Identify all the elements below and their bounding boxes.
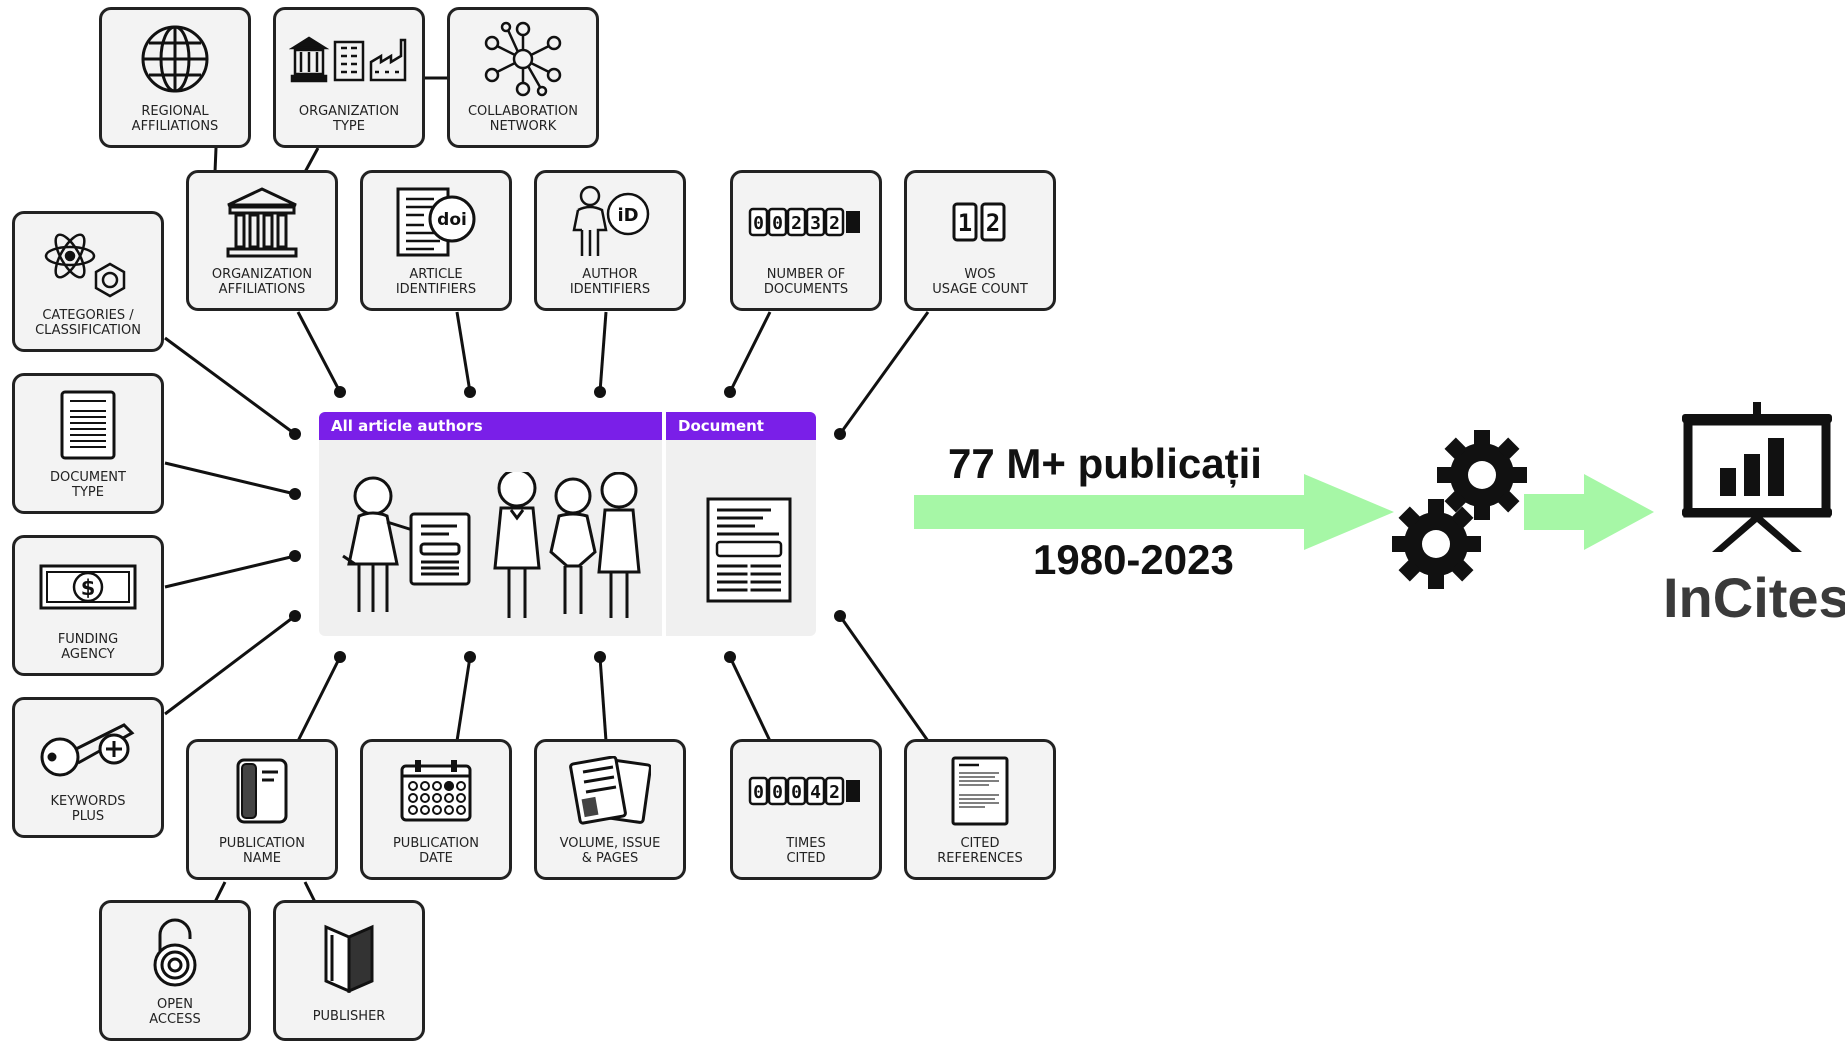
record-panel: All article authors Document [319,412,816,636]
box-label: CITED REFERENCES [937,836,1023,866]
box-label: WOS USAGE COUNT [932,267,1028,297]
organization-type-box: ORGANIZATION TYPE [273,7,425,148]
number-of-documents-box: 0 0 2 3 2 NUMBER OF DOCUMENTS [730,170,882,311]
currency-symbol: $ [81,576,96,600]
institution-icon [189,181,335,263]
counter-digit: 2 [829,213,840,234]
doi-document-icon: doi [363,181,509,263]
box-label: CATEGORIES / CLASSIFICATION [35,308,141,338]
box-label: PUBLISHER [312,1009,386,1024]
magazines-icon [537,750,683,832]
small-arrow [1524,474,1654,550]
year-range: 1980-2023 [1033,536,1234,583]
box-label: AUTHOR IDENTIFIERS [569,267,651,297]
article-identifiers-box: doi ARTICLE IDENTIFIERS [360,170,512,311]
panel-divider [662,412,666,636]
incites-label: InCites [1663,566,1845,629]
counter-digit: 0 [753,782,764,803]
gears-icon [1392,430,1527,589]
open-access-box: OPEN ACCESS [99,900,251,1041]
publisher-box: PUBLISHER [273,900,425,1041]
wos-usage-count-box: 1 2 WOS USAGE COUNT [904,170,1056,311]
doi-text: doi [437,210,467,230]
counter-digit: 2 [791,213,802,234]
open-lock-icon [102,911,248,993]
funding-agency-box: $ FUNDING AGENCY [12,535,164,676]
counter-digit: 2 [986,209,1000,237]
categories-classification-box: CATEGORIES / CLASSIFICATION [12,211,164,352]
publication-name-box: PUBLICATION NAME [186,739,338,880]
box-label: ORGANIZATION TYPE [298,104,400,134]
id-text: iD [617,205,638,226]
box-label: VOLUME, ISSUE & PAGES [559,836,661,866]
banknote-icon: $ [15,546,161,628]
atom-molecule-icon [15,222,161,304]
key-plus-icon [15,708,161,790]
authors-tab-header: All article authors [319,412,662,440]
calendar-icon [363,750,509,832]
box-label: ORGANIZATION AFFILIATIONS [211,267,313,297]
cited-references-box: CITED REFERENCES [904,739,1056,880]
counter-digit: 1 [958,209,972,237]
box-label: OPEN ACCESS [149,997,201,1027]
authors-illustration [342,472,641,618]
collaboration-network-box: COLLABORATION NETWORK [447,7,599,148]
box-label: COLLABORATION NETWORK [467,104,579,134]
flow-arrow [914,474,1394,550]
references-page-icon [907,750,1053,832]
organization-affiliations-box: ORGANIZATION AFFILIATIONS [186,170,338,311]
box-label: PUBLICATION DATE [392,836,480,866]
counter-digit: 0 [791,782,802,803]
counter-digit: 0 [772,213,783,234]
box-label: KEYWORDS PLUS [50,794,126,824]
document-illustration [706,497,792,603]
box-label: DOCUMENT TYPE [50,470,126,500]
counter-digit: 2 [829,782,840,803]
author-id-icon: iD [537,181,683,263]
document-page-icon [15,384,161,466]
presentation-chart-icon [1682,402,1832,552]
box-label: PUBLICATION NAME [218,836,306,866]
counter-digit: 0 [753,213,764,234]
usage-count-icon: 1 2 [907,181,1053,263]
document-tab-header: Document [666,412,816,440]
counter-digit: 4 [810,782,821,803]
keywords-plus-box: KEYWORDS PLUS [12,697,164,838]
network-icon [450,18,596,100]
regional-affiliations-box: REGIONAL AFFILIATIONS [99,7,251,148]
counter-icon: 0 0 0 4 2 [733,750,879,832]
counter-icon: 0 0 2 3 2 [733,181,879,263]
document-type-box: DOCUMENT TYPE [12,373,164,514]
box-label: TIMES CITED [786,836,826,866]
author-identifiers-box: iD AUTHOR IDENTIFIERS [534,170,686,311]
box-label: ARTICLE IDENTIFIERS [395,267,477,297]
buildings-icon [276,18,422,100]
publication-date-box: PUBLICATION DATE [360,739,512,880]
journal-icon [189,750,335,832]
counter-digit: 0 [772,782,783,803]
globe-icon [102,18,248,100]
counter-digit: 3 [810,213,821,234]
open-book-icon [276,917,422,999]
box-label: FUNDING AGENCY [57,632,119,662]
publication-count: 77 M+ publicații [948,440,1262,487]
times-cited-box: 0 0 0 4 2 TIMES CITED [730,739,882,880]
box-label: NUMBER OF DOCUMENTS [763,267,849,297]
box-label: REGIONAL AFFILIATIONS [131,104,219,134]
volume-issue-pages-box: VOLUME, ISSUE & PAGES [534,739,686,880]
